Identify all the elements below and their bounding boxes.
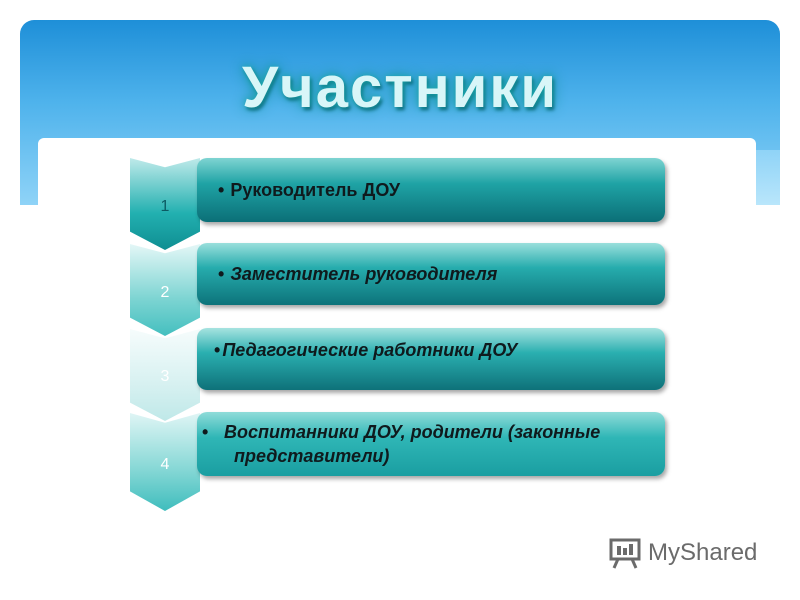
step-4-text: •Воспитанники ДОУ, родители (законные пр… [202, 422, 601, 466]
step-4-number: 4 [160, 456, 170, 473]
bullet-icon: • [214, 340, 221, 360]
step-3-bar [197, 328, 665, 390]
step-4-bar [197, 412, 665, 476]
step-2-text: •Заместитель руководителя [218, 264, 498, 284]
slide-title: Участники [241, 55, 559, 120]
step-3-chevron [130, 329, 200, 421]
watermark-text: MyShared [648, 539, 758, 566]
step-1-chevron [130, 158, 200, 250]
bullet-icon: • [218, 180, 225, 200]
step-2-number: 2 [160, 284, 170, 301]
step-1-text: •Руководитель ДОУ [218, 180, 401, 200]
banner-edge [754, 150, 780, 205]
step-4-chevron [130, 413, 200, 511]
step-3-number: 3 [160, 368, 170, 385]
step-3-text: •Педагогические работники ДОУ [214, 340, 518, 360]
step-2-chevron [130, 244, 200, 336]
watermark-logo: MyShared [608, 535, 778, 571]
step-1-bar [197, 158, 665, 222]
presentation-board-icon [609, 538, 641, 569]
step-2-bar [197, 243, 665, 305]
bullet-icon: • [218, 264, 225, 284]
step-1-number: 1 [160, 198, 170, 215]
